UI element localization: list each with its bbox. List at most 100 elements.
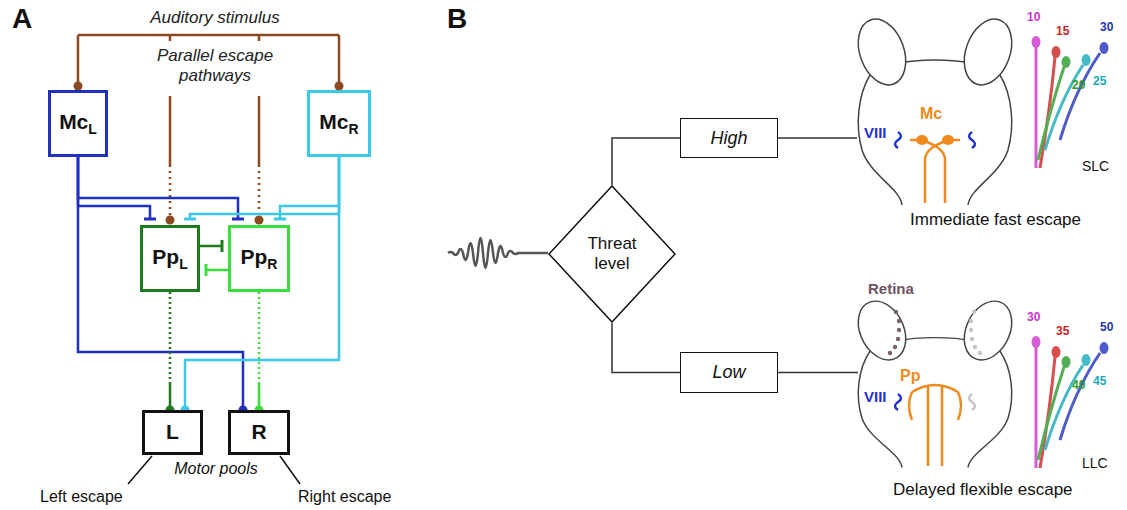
larva-head — [850, 13, 1021, 205]
retina-dot — [896, 337, 900, 341]
mauthner-cell-box: McL — [48, 90, 108, 157]
branch-connector — [612, 138, 680, 185]
excitatory-connector — [258, 292, 261, 410]
node-content: PpR — [241, 245, 278, 271]
viii-nerve-faint — [969, 394, 975, 410]
synapse-dot — [166, 216, 175, 225]
excitatory-connector — [169, 292, 172, 410]
viii-nerve — [895, 132, 901, 148]
time-label: 30 — [1027, 310, 1040, 324]
time-label: 45 — [1093, 374, 1106, 388]
diamond-shape — [549, 186, 675, 322]
node-label: L — [166, 420, 179, 443]
inhibitory-connector — [190, 157, 339, 219]
stimulus-branch — [78, 35, 339, 165]
branch-line — [778, 372, 858, 374]
subscript-label: R — [349, 121, 359, 137]
caption-label: Immediate fast escape — [910, 210, 1081, 230]
node-content: PpL — [152, 245, 187, 271]
pp-neurons — [909, 385, 961, 466]
escape-type-label: SLC — [1082, 158, 1109, 175]
time-label: 25 — [1093, 74, 1106, 88]
llc-trajectory — [1032, 336, 1109, 468]
retina-dots-faint — [969, 310, 982, 355]
excitatory-connector — [78, 157, 243, 410]
retina-dot — [978, 351, 982, 355]
mauthner-soma — [942, 135, 954, 145]
stimulus-branch-dotted — [170, 165, 259, 216]
mauthner-axons — [910, 140, 960, 203]
inhibitory-connector — [200, 245, 222, 248]
sound-wave — [448, 238, 548, 268]
retina-dot — [894, 310, 898, 314]
inhibitory-connector — [78, 157, 238, 219]
time-label: 15 — [1056, 24, 1069, 38]
panel-letter: A — [12, 2, 32, 36]
retina-dot — [973, 345, 977, 349]
decision-diamond: Threat level — [548, 185, 676, 323]
inhibitory-connector — [280, 157, 339, 219]
mauthner-soma — [916, 135, 928, 145]
escape-type-label: LLC — [1082, 455, 1108, 472]
excitatory-connector — [185, 157, 339, 410]
node-content: McR — [319, 110, 358, 136]
escape-label: Right escape — [298, 487, 391, 506]
node-content: High — [710, 128, 747, 149]
retina-dot — [969, 319, 973, 323]
motor-pool-box: L — [142, 410, 203, 455]
escape-label: Left escape — [40, 487, 123, 506]
synapse-dot — [255, 216, 264, 225]
slc-trajectory — [1032, 36, 1109, 168]
subscript-label: L — [88, 121, 97, 137]
node-content: L — [166, 420, 179, 444]
retina-dot — [970, 337, 974, 341]
inhibitory-connector — [206, 269, 228, 272]
retina-dot — [972, 310, 976, 314]
retina-dot — [888, 351, 892, 355]
mauthner-cell-box: McR — [307, 90, 371, 157]
retina-dot — [897, 319, 901, 323]
leader-line — [280, 456, 300, 484]
pp-cell-box: PpR — [228, 225, 290, 292]
retina-dot — [897, 328, 901, 332]
retina-dots — [888, 310, 901, 355]
nerve-label: VIII — [864, 124, 887, 142]
viii-nerve — [895, 394, 901, 410]
stimulus-line — [78, 34, 339, 37]
retina-label: Retina — [868, 280, 914, 298]
node-content: Threat level — [572, 234, 652, 273]
node-content: R — [251, 420, 266, 444]
group-label: Motor pools — [174, 459, 258, 478]
pp-cell-box: PpL — [140, 225, 200, 292]
time-label: 30 — [1100, 20, 1113, 34]
node-label: R — [251, 420, 266, 443]
larva-head — [850, 295, 1021, 467]
time-label: 10 — [1027, 10, 1040, 24]
inhibitory-connector — [78, 157, 150, 219]
node-label: Pp — [152, 245, 179, 268]
leader-line — [128, 456, 152, 484]
node-label: Low — [712, 362, 745, 382]
time-label: 35 — [1056, 324, 1069, 338]
branch-line — [778, 137, 857, 139]
node-content: Low — [712, 362, 745, 383]
neuron-label: Pp — [900, 366, 920, 385]
nerve-label: VIII — [864, 388, 887, 406]
node-label: Threat level — [572, 234, 652, 273]
node-label: Pp — [241, 245, 268, 268]
node-label: Mc — [319, 110, 348, 133]
node-content: McL — [59, 110, 97, 136]
subscript-label: R — [267, 256, 277, 272]
stimulus-label: Auditory stimulus — [150, 8, 279, 28]
neuron-label: Mc — [920, 104, 942, 123]
branch-connector — [612, 323, 680, 373]
node-label: High — [710, 128, 747, 148]
motor-pool-box: R — [228, 410, 290, 455]
threat-box: Low — [680, 352, 778, 393]
viii-nerve — [969, 132, 975, 148]
panel-letter: B — [447, 2, 467, 36]
time-label: 50 — [1100, 320, 1113, 334]
retina-dot — [969, 328, 973, 332]
threat-box: High — [680, 118, 778, 158]
